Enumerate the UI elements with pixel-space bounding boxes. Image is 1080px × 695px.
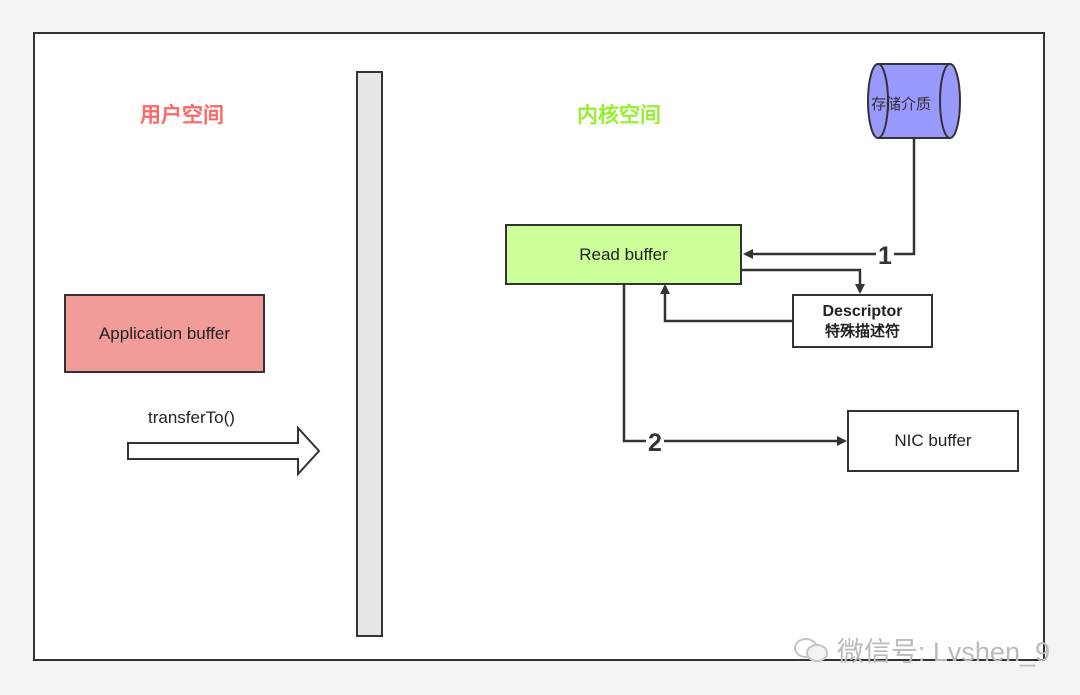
storage-label: 存储介质 (871, 95, 932, 113)
read-buffer-label: Read buffer (579, 244, 668, 264)
user-kernel-divider (356, 71, 383, 637)
user-space-title: 用户空间 (140, 103, 224, 127)
descriptor-to-read-buffer-arrow (660, 284, 792, 323)
read-buffer-to-descriptor-arrow (742, 268, 865, 294)
step-1-label: 1 (876, 242, 894, 270)
kernel-space-title: 内核空间 (577, 103, 661, 127)
descriptor-box: Descriptor 特殊描述符 (792, 294, 933, 348)
nic-buffer-box: NIC buffer (847, 410, 1019, 472)
watermark: 微信号: Lvshen_9 (793, 630, 1050, 669)
nic-buffer-label: NIC buffer (894, 431, 972, 450)
descriptor-cn-label: 特殊描述符 (824, 321, 900, 340)
read-buffer-to-nic-buffer-arrow (622, 285, 847, 446)
storage-cylinder (867, 63, 961, 139)
application-buffer-box: Application buffer (64, 294, 265, 373)
descriptor-label: Descriptor (822, 303, 903, 321)
step-2-label: 2 (646, 429, 664, 457)
application-buffer-label: Application buffer (98, 323, 231, 343)
transfer-to-arrow (127, 425, 321, 477)
storage-to-read-buffer-arrow (743, 138, 916, 259)
watermark-text: 微信号: Lvshen_9 (836, 637, 1050, 667)
wechat-icon (793, 637, 828, 662)
read-buffer-box: Read buffer (505, 224, 742, 285)
transfer-to-label: transferTo() (148, 408, 235, 427)
